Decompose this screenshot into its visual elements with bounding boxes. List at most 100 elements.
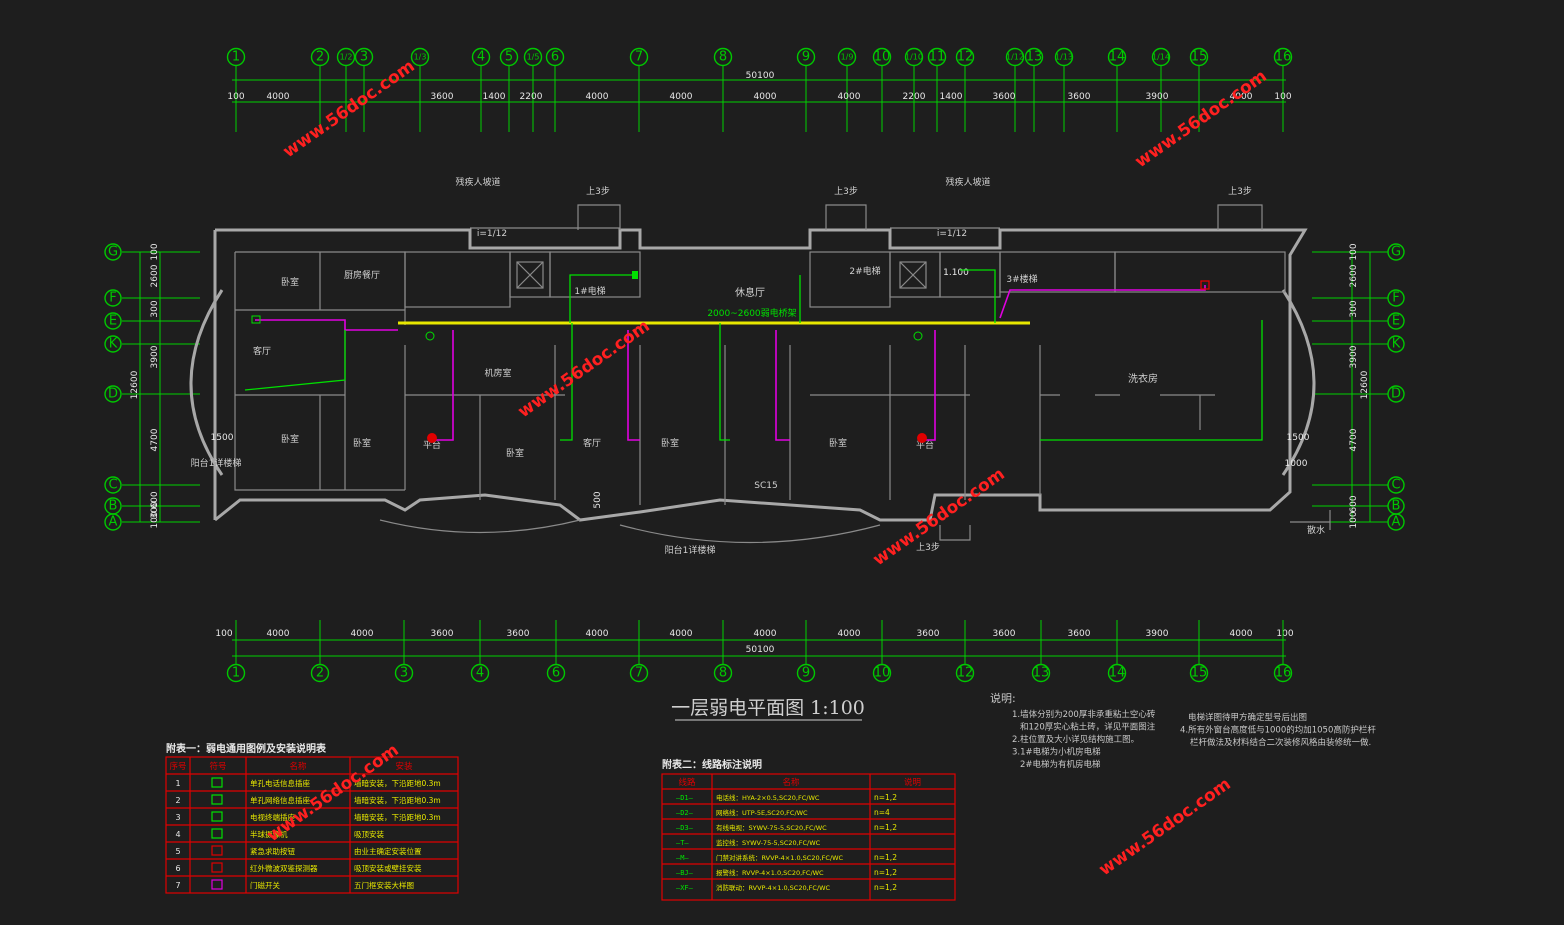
table1-no: 7 — [175, 881, 180, 890]
left-dim-label: 3900 — [150, 345, 160, 368]
table2-note: n=1,2 — [874, 868, 897, 877]
top-grid-bubble — [354, 47, 374, 67]
table2-name: 门禁对讲系统：RVVP-4×1.0,SC20,FC/WC — [716, 853, 844, 862]
left-grid-bubble — [104, 385, 122, 403]
top-grid-label: 7 — [635, 50, 643, 65]
table1-title: 附表一：弱电通用图例及安装说明表 — [166, 742, 327, 755]
right-grid-label: D — [1391, 387, 1401, 402]
bottom-dim-label: 4000 — [838, 629, 861, 639]
room-label-bedroom-sw2: 卧室 — [353, 437, 371, 449]
label-dim-500: 500 — [593, 491, 603, 508]
top-grid-label: 2 — [316, 50, 324, 65]
top-grid-bubble — [713, 47, 733, 67]
legend-symbol-icon — [211, 879, 223, 890]
left-grid-bubble — [104, 243, 122, 261]
top-dim-label: 100 — [1274, 92, 1291, 102]
note-line: 3.1#电梯为小机房电梯 — [1012, 747, 1101, 758]
room-label-living-c: 客厅 — [583, 437, 601, 449]
left-dim-label: 600 — [150, 491, 160, 508]
table2-symbol: —XF— — [676, 884, 694, 892]
top-grid-bubble — [796, 47, 816, 67]
right-grid-label: A — [1392, 515, 1401, 530]
left-grid-label: K — [109, 337, 118, 352]
table1-no: 5 — [175, 847, 180, 856]
notes-right-list: 电梯详图待甲方确定型号后出图4.所有外窗台高度低与1000的均加1050高防护栏… — [1180, 712, 1376, 748]
bottom-grid-bubble — [310, 663, 330, 683]
green-cable-runs — [244, 269, 1263, 441]
table1-install: 五门框安装大样图 — [354, 880, 414, 890]
emergency-button-icon-2 — [917, 433, 927, 443]
note-line: 和120厚实心粘土砖，详见平面图注 — [1020, 722, 1156, 733]
right-dim-label: 300 — [1349, 300, 1359, 317]
table2-note: n=1,2 — [874, 823, 897, 832]
bottom-grid-bubble — [546, 663, 566, 683]
table2-name: 消防联动：RVVP-4×1.0,SC20,FC/WC — [716, 883, 831, 892]
table2-frame — [661, 773, 956, 901]
top-grid-bubble — [336, 47, 356, 67]
label-balcony: 阳台1详楼梯 — [191, 457, 242, 469]
table1-install: 墙暗安装，下沿距地0.3m — [354, 778, 441, 788]
label-dim-1500-w: 1500 — [211, 433, 234, 443]
bottom-grid-label: 14 — [1109, 666, 1126, 681]
drawing-title: 一层弱电平面图 1:100 — [671, 697, 865, 719]
label-balcony-s: 阳台1详楼梯 — [665, 544, 716, 556]
top-dim-label: 3600 — [1068, 92, 1091, 102]
top-grid-bubble — [499, 47, 519, 67]
top-grid-bubble — [1273, 47, 1293, 67]
label-accessible-ramp-w: 残疾人坡道 — [455, 176, 500, 188]
room-label-lounge: 休息厅 — [735, 286, 765, 299]
top-grid-bubble — [471, 47, 491, 67]
table1-no: 1 — [175, 779, 180, 788]
top-dim-label: 4000 — [267, 92, 290, 102]
bottom-dim-label: 3600 — [993, 629, 1016, 639]
label-ramp-slope-e: i=1/12 — [937, 229, 967, 239]
top-dim-label: 3900 — [1146, 92, 1169, 102]
right-dim-label: 3900 — [1349, 345, 1359, 368]
top-grid-bubble — [1054, 47, 1074, 67]
top-grid-bubble — [1024, 47, 1044, 67]
bottom-grid-label: 3 — [400, 666, 408, 681]
top-grid-bubble — [410, 47, 430, 67]
left-dim-label: 300 — [150, 501, 160, 518]
top-grid-bubble — [1107, 47, 1127, 67]
legend-symbol-icon — [211, 845, 223, 856]
table1-header: 安装 — [395, 761, 413, 772]
bottom-grid-label: 6 — [552, 666, 560, 681]
table2-note: n=1,2 — [874, 883, 897, 892]
legend-symbol-icon — [211, 811, 223, 822]
table1-name: 门磁开关 — [250, 880, 280, 890]
bottom-grid-bubble — [872, 663, 892, 683]
right-grid-bubble — [1387, 476, 1405, 494]
top-grid-label: 6 — [551, 50, 559, 65]
top-dim-label: 3600 — [431, 92, 454, 102]
table2-header: 名称 — [782, 777, 800, 788]
legend-symbol-icon — [211, 777, 223, 788]
room-labels: 卧室 厨房餐厅 客厅 卧室 卧室 机房室 卧室 平台 客厅 卧室 卧室 平台 休… — [191, 176, 1325, 556]
right-grid-bubble — [1387, 513, 1405, 531]
left-overall-dim: 12600 — [130, 370, 140, 399]
table2-name: 电话线：HYA-2×0.5,SC20,FC/WC — [716, 793, 820, 802]
bottom-dim-label: 4000 — [670, 629, 693, 639]
note-line: 1.墙体分别为200厚非承重粘土空心砖 — [1012, 709, 1156, 720]
top-grid-label: 1/12 — [1006, 53, 1024, 62]
left-dim-label: 4700 — [150, 428, 160, 451]
top-grid-label: 1/14 — [1152, 53, 1170, 62]
table1-name: 电视终端插座 — [250, 812, 295, 822]
watermark-3: www.56doc.com — [514, 316, 653, 422]
top-grid-label: 4 — [477, 50, 485, 65]
bottom-dim-label: 100 — [1276, 629, 1293, 639]
top-dim-label: 1400 — [940, 92, 963, 102]
top-dim-label: 4000 — [754, 92, 777, 102]
legend-symbol-icon — [211, 862, 223, 873]
notes-heading: 说明: — [990, 691, 1016, 705]
left-dim-label: 300 — [150, 300, 160, 317]
label-up-steps-3: 上3步 — [1228, 186, 1252, 197]
right-grid-label: B — [1392, 499, 1401, 514]
building-walls — [189, 204, 1331, 544]
top-grid-bubble — [904, 47, 924, 67]
table1-install: 墙暗安装，下沿距地0.3m — [354, 795, 441, 805]
room-label-elevator2: 2#电梯 — [849, 265, 880, 277]
bottom-grid-label: 15 — [1191, 666, 1208, 681]
